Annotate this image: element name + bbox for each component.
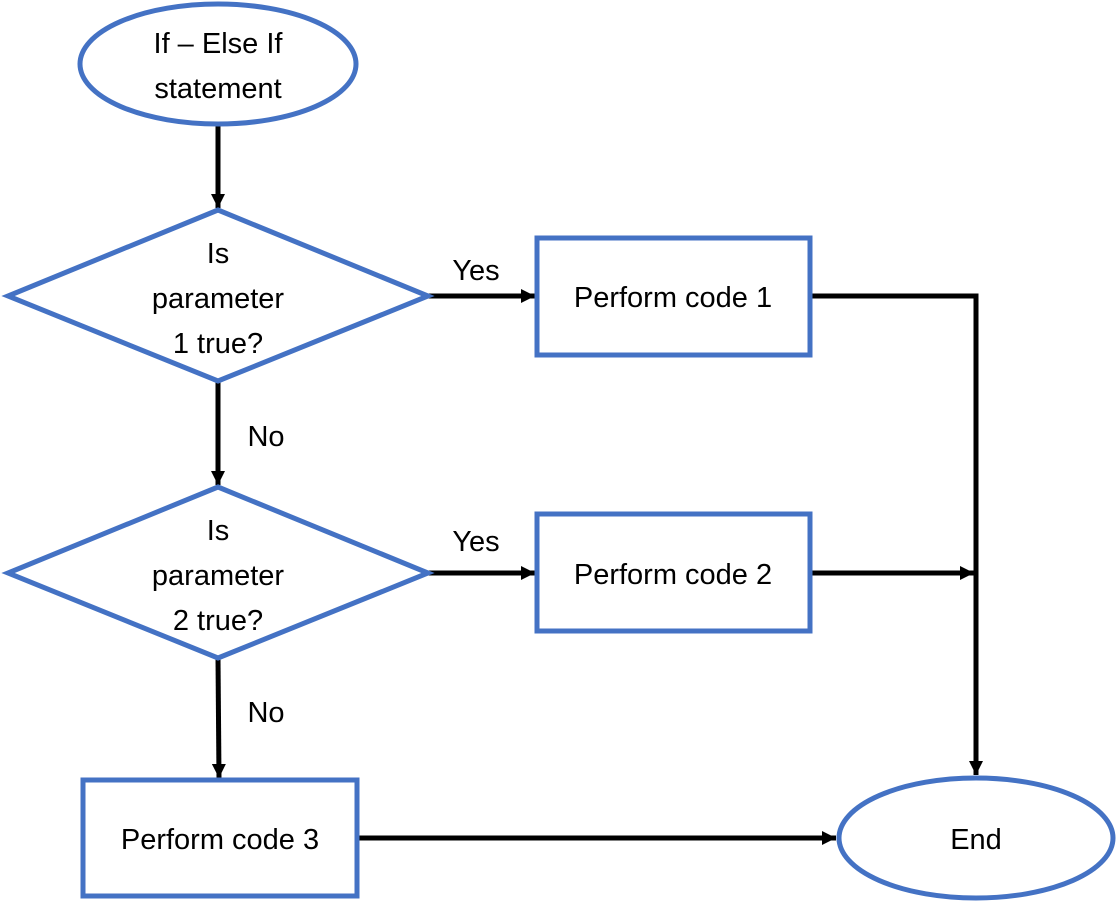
code1-label: Perform code 1 bbox=[574, 282, 772, 314]
start-label-line2: statement bbox=[154, 73, 281, 105]
decision1-node: Is parameter 1 true? bbox=[1, 207, 435, 384]
arrow-decision2-no bbox=[211, 657, 226, 779]
decision1-line1: Is bbox=[207, 238, 230, 270]
start-label-line1: If – Else If bbox=[154, 28, 284, 60]
edge-label-d2-no: No bbox=[247, 697, 284, 729]
decision2-line2: parameter bbox=[152, 560, 285, 592]
decision2-line1: Is bbox=[207, 515, 230, 547]
end-label: End bbox=[950, 824, 1002, 856]
code3-node: Perform code 3 bbox=[80, 777, 360, 899]
decision2-line3: 2 true? bbox=[173, 605, 263, 637]
code1-node: Perform code 1 bbox=[534, 235, 813, 358]
code2-label: Perform code 2 bbox=[574, 559, 772, 591]
code2-node: Perform code 2 bbox=[534, 511, 813, 634]
decision1-line2: parameter bbox=[152, 283, 285, 315]
decision2-node: Is parameter 2 true? bbox=[1, 484, 435, 661]
edge-label-d2-yes: Yes bbox=[452, 526, 499, 558]
line-code1-to-end bbox=[810, 293, 983, 775]
edge-label-d1-yes: Yes bbox=[452, 255, 499, 287]
decision1-line3: 1 true? bbox=[173, 328, 263, 360]
edge-label-d1-no: No bbox=[247, 421, 284, 453]
connectors bbox=[211, 124, 983, 845]
end-node: End bbox=[836, 775, 1116, 901]
start-node: If – Else If statement bbox=[77, 1, 359, 127]
code3-label: Perform code 3 bbox=[121, 824, 319, 856]
